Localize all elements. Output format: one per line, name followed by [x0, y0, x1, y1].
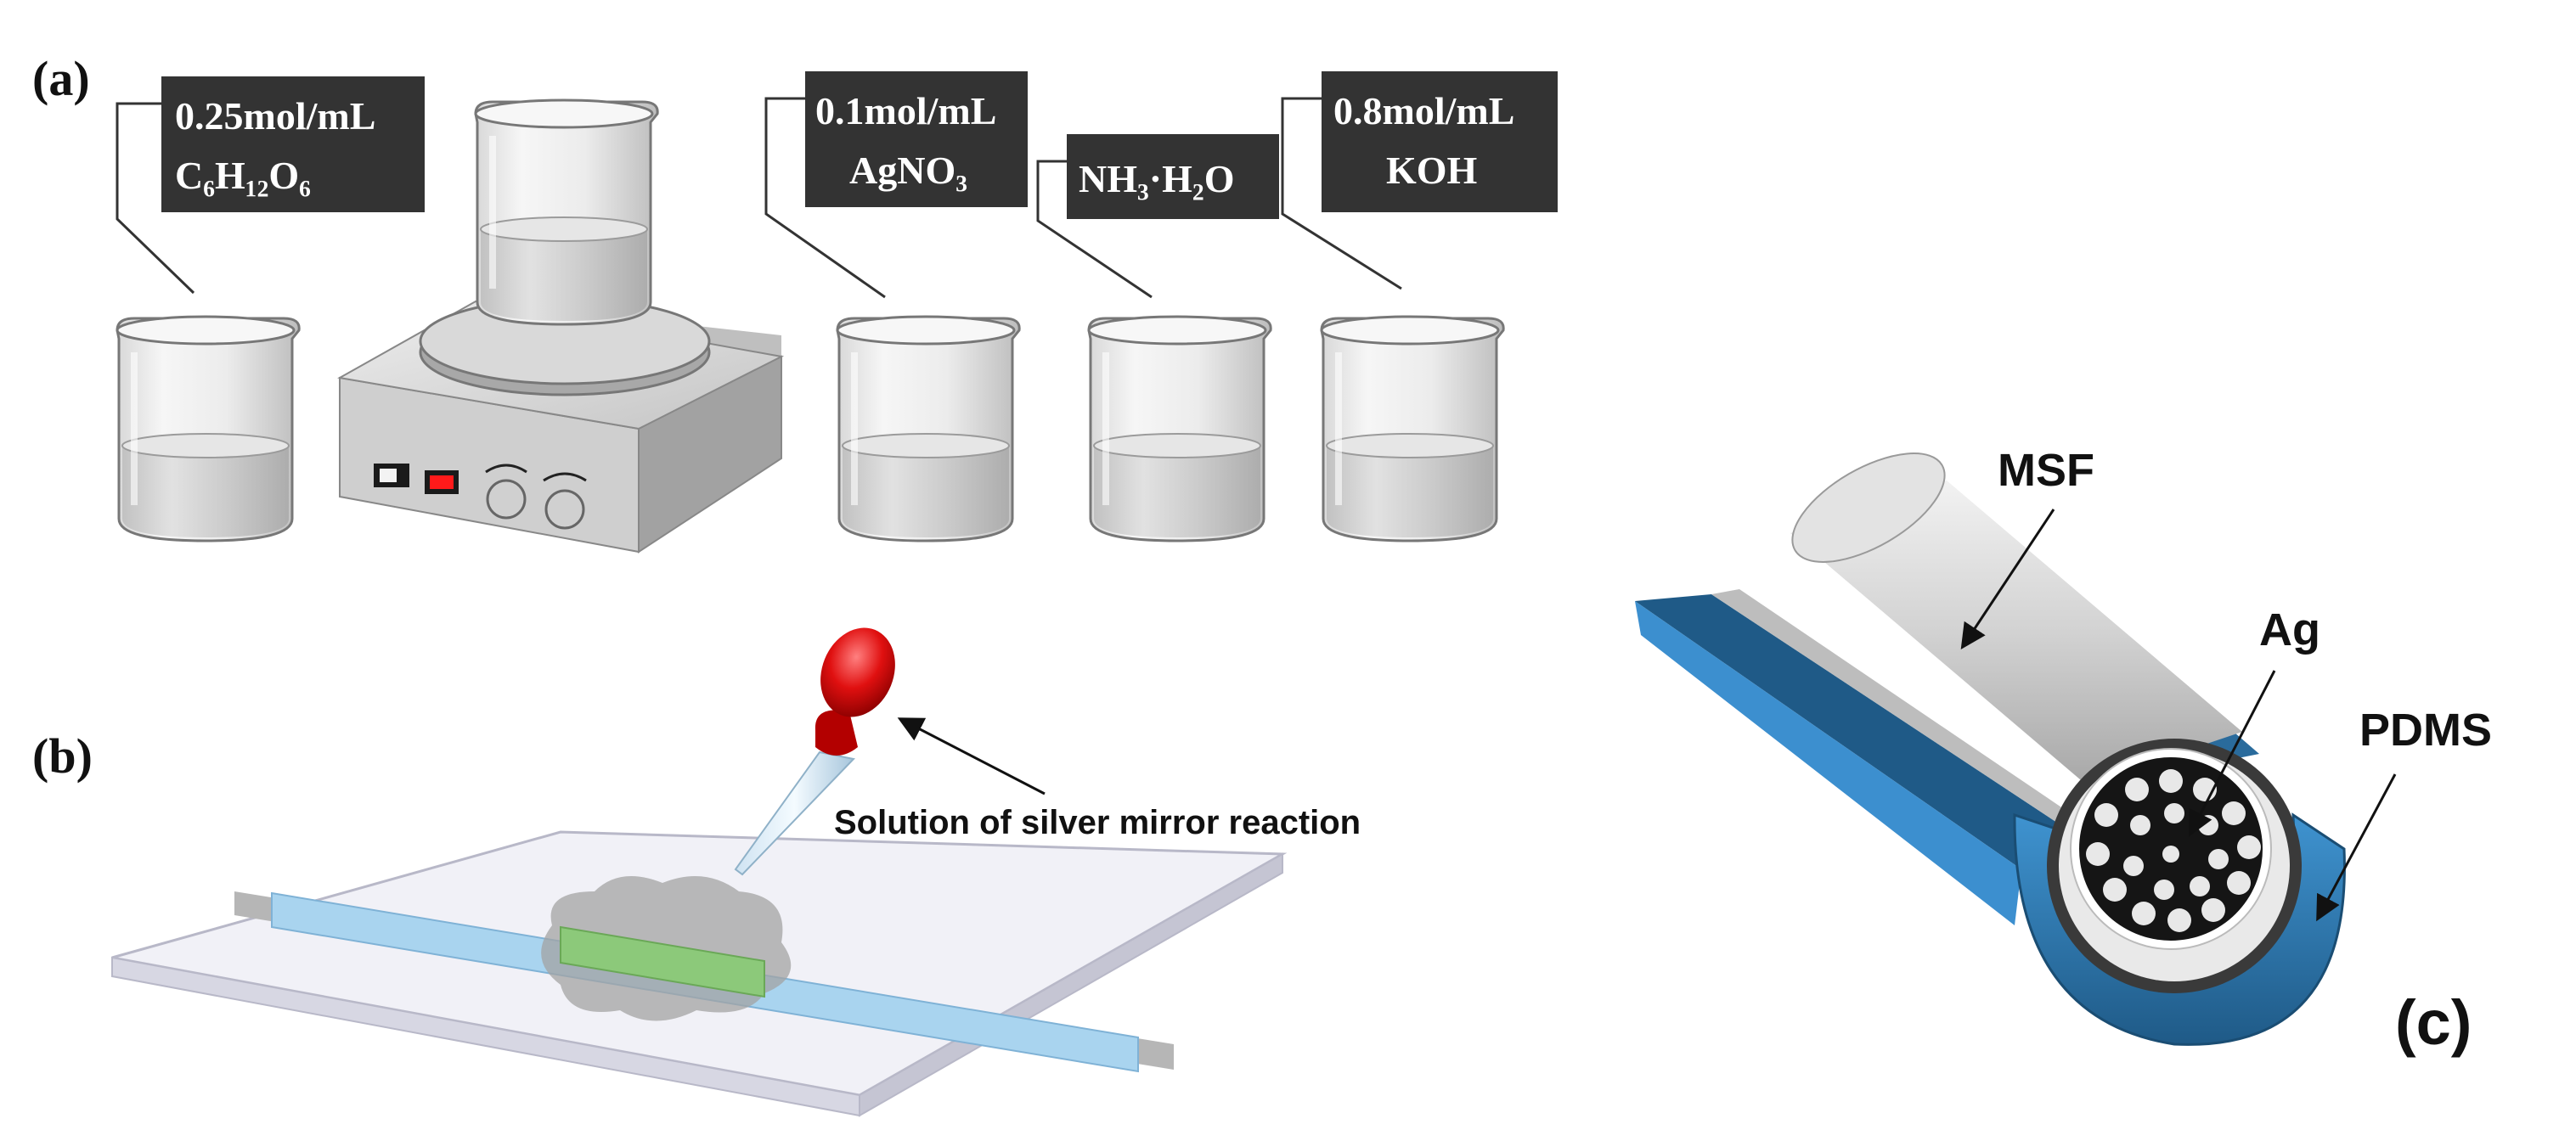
beaker-glucose	[117, 317, 299, 541]
pdms-label: PDMS	[2359, 705, 2492, 756]
fiber-cross-section	[1635, 452, 2346, 1046]
panel-label-b: (b)	[32, 728, 93, 784]
reagent-formula: KOH	[1386, 149, 1478, 192]
leader-line	[764, 97, 886, 299]
leader-line	[1036, 160, 1153, 299]
reagent-concentration: 0.25mol/mL	[175, 94, 375, 138]
reagent-box-ammonia: NH₃·H₂O	[1067, 134, 1279, 219]
ag-arrow	[2189, 670, 2276, 837]
reagent-formula: AgNO₃	[849, 149, 967, 192]
dropper-callout-label: Solution of silver mirror reaction	[834, 804, 1361, 841]
msf-arrow	[1960, 509, 2055, 650]
beaker-on-stirrer	[476, 100, 657, 324]
ag-label: Ag	[2259, 604, 2320, 655]
reagent-concentration: 0.8mol/mL	[1333, 89, 1514, 132]
silver-coated-region	[560, 925, 765, 998]
reagent-box-koh: 0.8mol/mL KOH	[1322, 71, 1558, 212]
beaker-silver-nitrate	[837, 317, 1019, 541]
leader-line	[1281, 97, 1402, 290]
msf-label: MSF	[1998, 445, 2094, 496]
pdms-arrow	[2316, 773, 2397, 922]
reagent-box-glucose: 0.25mol/mL C₆H₁₂O₆	[161, 76, 425, 212]
panel-label-c: (c)	[2395, 987, 2472, 1058]
knob-icon	[486, 479, 527, 520]
reagent-formula: C₆H₁₂O₆	[175, 154, 311, 197]
panel-label-a: (a)	[32, 51, 90, 106]
beaker-ammonia	[1089, 317, 1271, 541]
reagent-concentration: 0.1mol/mL	[815, 89, 996, 132]
beaker-koh	[1322, 317, 1503, 541]
callout-arrow	[897, 717, 1046, 795]
dropper-icon	[734, 627, 895, 876]
leader-line	[116, 102, 195, 295]
reagent-box-silver-nitrate: 0.1mol/mL AgNO₃	[805, 71, 1028, 207]
knob-icon	[544, 489, 585, 530]
reagent-formula: NH₃·H₂O	[1079, 157, 1234, 200]
magnetic-stirrer	[337, 297, 785, 554]
